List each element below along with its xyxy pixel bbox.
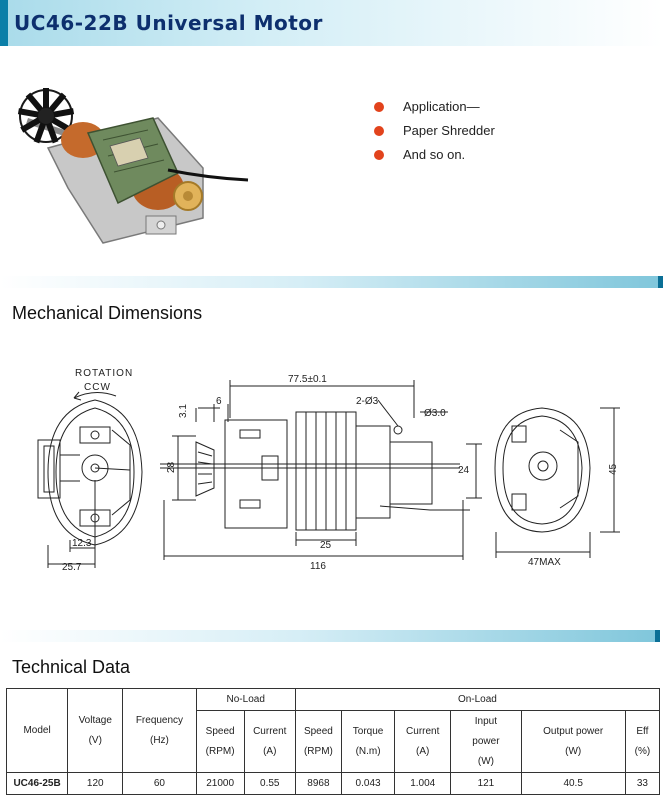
table-header-row: Speed(RPM) Current(A) Speed(RPM) Torque(… xyxy=(7,710,661,773)
dim-45: 45 xyxy=(608,463,619,475)
col-ol-current: Current(A) xyxy=(394,710,452,773)
cell-voltage: 120 xyxy=(67,772,124,795)
direction-label: CCW xyxy=(84,382,111,393)
end-view-right xyxy=(494,407,620,558)
bullet-icon xyxy=(374,102,384,112)
cell-model: UC46-25B xyxy=(5,772,69,795)
dim-24: 24 xyxy=(458,465,470,476)
cell-eff: 33 xyxy=(624,772,661,795)
technical-data-table: Model Voltage(V) Frequency(Hz) No-Load O… xyxy=(5,688,661,795)
col-nl-current: Current(A) xyxy=(243,710,296,773)
col-input-power: Input power (W) xyxy=(450,710,522,773)
dim-28: 28 xyxy=(166,461,177,473)
section-title-mechanical: Mechanical Dimensions xyxy=(12,303,203,323)
bullet-icon xyxy=(374,126,384,136)
dim-25-7: 25.7 xyxy=(62,562,82,573)
table-row: UC46-25B 120 60 21000 0.55 8968 0.043 1.… xyxy=(5,772,661,795)
title-bar: UC46-22B Universal Motor xyxy=(0,0,663,46)
table-header-row: Model Voltage(V) Frequency(Hz) No-Load O… xyxy=(5,688,661,773)
col-ol-speed: Speed(RPM) xyxy=(294,710,342,773)
cell-frequency: 60 xyxy=(122,772,197,795)
group-on-load: On-Load xyxy=(294,688,661,711)
dim-6: 6 xyxy=(216,396,222,407)
dim-25: 25 xyxy=(320,540,332,551)
dim-3-1: 3.1 xyxy=(178,404,189,418)
dim-2-holes: 2-Ø3 xyxy=(356,396,379,407)
col-torque: Torque(N.m) xyxy=(340,710,396,773)
col-voltage: Voltage(V) xyxy=(67,688,124,773)
motor-photo xyxy=(17,88,249,244)
section-title-technical: Technical Data xyxy=(12,657,131,677)
col-frequency: Frequency(Hz) xyxy=(122,688,197,773)
cell-nl-current: 0.55 xyxy=(243,772,296,795)
section-divider xyxy=(0,630,660,642)
dim-12-3: 12.3 xyxy=(72,538,92,549)
rotation-label: ROTATION xyxy=(75,368,133,379)
col-model: Model xyxy=(5,688,69,773)
group-no-load: No-Load xyxy=(195,688,296,711)
side-view xyxy=(160,380,482,560)
bullet-icon xyxy=(374,150,384,160)
page-title: UC46-22B Universal Motor xyxy=(14,11,323,35)
dim-116: 116 xyxy=(310,561,326,572)
cell-torque: 0.043 xyxy=(340,772,396,795)
title-accent xyxy=(0,0,8,46)
dim-47-max: 47MAX xyxy=(528,557,561,568)
cell-input-power: 121 xyxy=(450,772,522,795)
mechanical-drawing: ROTATION CCW 77.5±0.1 2-Ø3 Ø3.0 3.1 6 28… xyxy=(37,368,620,573)
end-view-left xyxy=(37,391,143,568)
dim-diameter-3: Ø3.0 xyxy=(424,408,446,419)
cell-output-power: 40.5 xyxy=(520,772,626,795)
dim-77-5: 77.5±0.1 xyxy=(288,374,327,385)
cell-ol-speed: 8968 xyxy=(294,772,342,795)
section-divider xyxy=(0,276,663,288)
fan-blades xyxy=(17,88,75,144)
cell-ol-current: 1.004 xyxy=(394,772,452,795)
col-nl-speed: Speed(RPM) xyxy=(195,710,245,773)
col-eff: Eff(%) xyxy=(624,710,661,773)
col-output-power: Output power(W) xyxy=(520,710,626,773)
cell-nl-speed: 21000 xyxy=(195,772,245,795)
